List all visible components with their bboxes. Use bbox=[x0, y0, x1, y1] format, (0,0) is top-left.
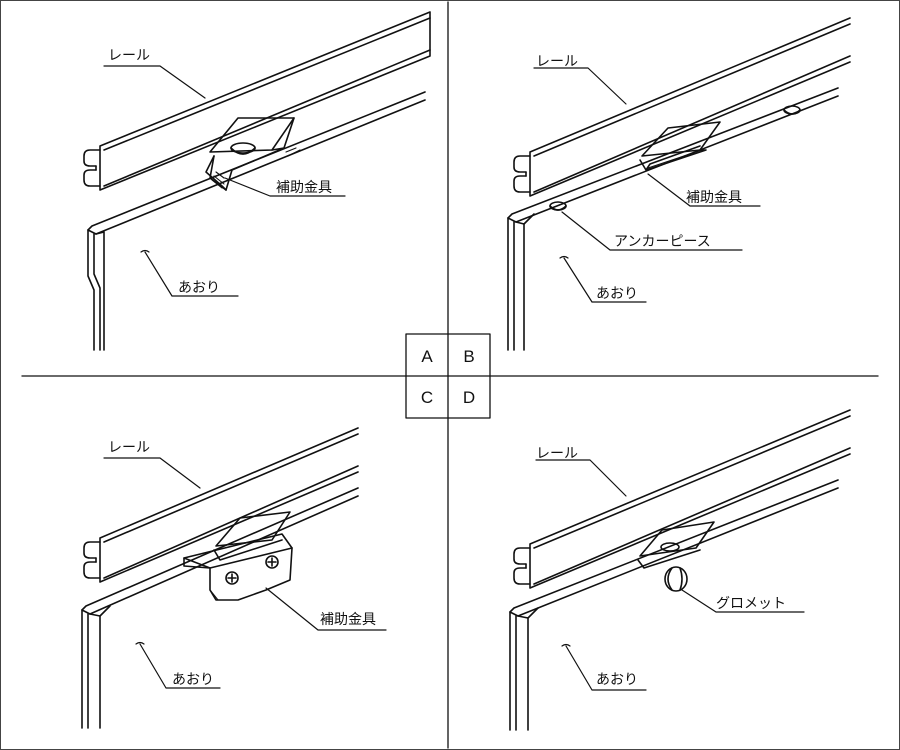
leader-rail-c bbox=[103, 457, 201, 489]
label-anchor-b: アンカーピース bbox=[614, 234, 711, 250]
label-gate-a: あおり bbox=[178, 280, 220, 296]
panel-key bbox=[405, 333, 491, 419]
label-bracket-c: 補助金具 bbox=[320, 612, 376, 628]
label-bracket-b: 補助金具 bbox=[686, 190, 742, 206]
bracket-a bbox=[205, 117, 301, 191]
leader-bracket-a bbox=[224, 177, 346, 197]
leader-rail-b bbox=[533, 67, 627, 105]
leader-gate-b bbox=[563, 257, 647, 303]
rail-b bbox=[513, 17, 851, 197]
label-rail-a: レール bbox=[108, 48, 150, 64]
leader-bracket-c bbox=[265, 587, 387, 631]
rail-c bbox=[83, 427, 359, 583]
leader-gate-a bbox=[144, 251, 239, 297]
label-gate-c: あおり bbox=[172, 672, 214, 688]
leader-gate-d bbox=[565, 645, 647, 691]
leader-gate-c bbox=[139, 643, 221, 689]
key-c: C bbox=[421, 388, 433, 407]
label-bracket-a: 補助金具 bbox=[276, 180, 332, 196]
label-rail-d: レール bbox=[536, 446, 578, 462]
grommet-d bbox=[664, 566, 688, 592]
panel-d bbox=[509, 409, 851, 731]
label-grommet-d: グロメット bbox=[716, 596, 786, 612]
bracket-b bbox=[639, 121, 721, 171]
leader-rail-a bbox=[103, 65, 206, 99]
label-rail-c: レール bbox=[108, 440, 150, 456]
panel-c bbox=[81, 427, 387, 729]
gate-d bbox=[509, 479, 839, 731]
key-a: A bbox=[421, 347, 433, 366]
label-gate-b: あおり bbox=[596, 286, 638, 302]
key-d: D bbox=[463, 388, 475, 407]
bracket-d bbox=[637, 521, 715, 569]
label-rail-b: レール bbox=[536, 54, 578, 70]
rail-a bbox=[83, 11, 431, 191]
panel-a bbox=[83, 11, 431, 351]
panel-b bbox=[507, 17, 851, 351]
rail-d bbox=[513, 409, 851, 589]
leader-bracket-b bbox=[647, 173, 761, 207]
leader-grommet-d bbox=[681, 589, 805, 613]
leader-anchor-b bbox=[561, 211, 743, 251]
label-gate-d: あおり bbox=[596, 672, 638, 688]
key-b: B bbox=[463, 347, 474, 366]
bracket-c bbox=[183, 511, 293, 601]
gate-c bbox=[81, 487, 359, 729]
leader-rail-d bbox=[535, 459, 627, 497]
